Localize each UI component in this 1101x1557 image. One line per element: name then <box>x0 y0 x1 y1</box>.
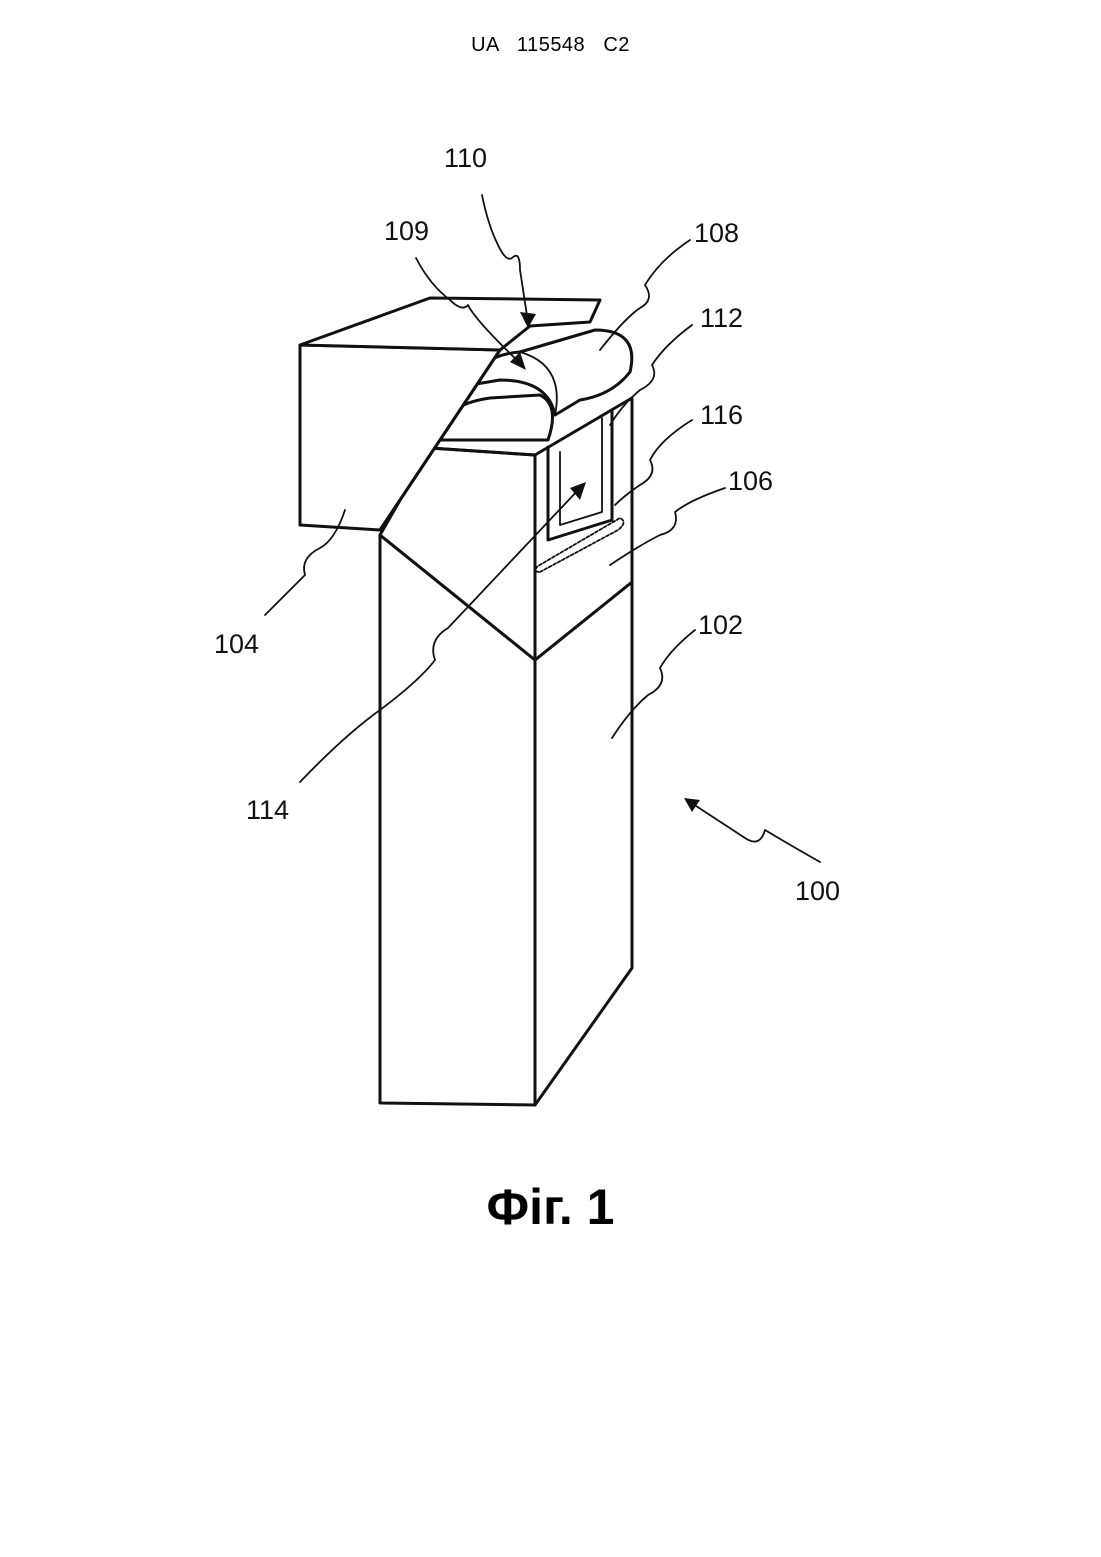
label-104: 104 <box>214 629 259 659</box>
figure-caption: Фіг. 1 <box>0 1178 1101 1236</box>
label-102: 102 <box>698 610 743 640</box>
label-116: 116 <box>700 400 743 430</box>
label-114: 114 <box>246 795 289 825</box>
leader-100 <box>690 802 820 862</box>
label-100: 100 <box>795 876 840 906</box>
label-109: 109 <box>384 216 429 246</box>
leader-108 <box>600 240 690 350</box>
arrowhead-100 <box>684 798 700 812</box>
label-108: 108 <box>694 218 739 248</box>
label-110: 110 <box>444 143 487 173</box>
label-112: 112 <box>700 303 743 333</box>
label-106: 106 <box>728 466 773 496</box>
